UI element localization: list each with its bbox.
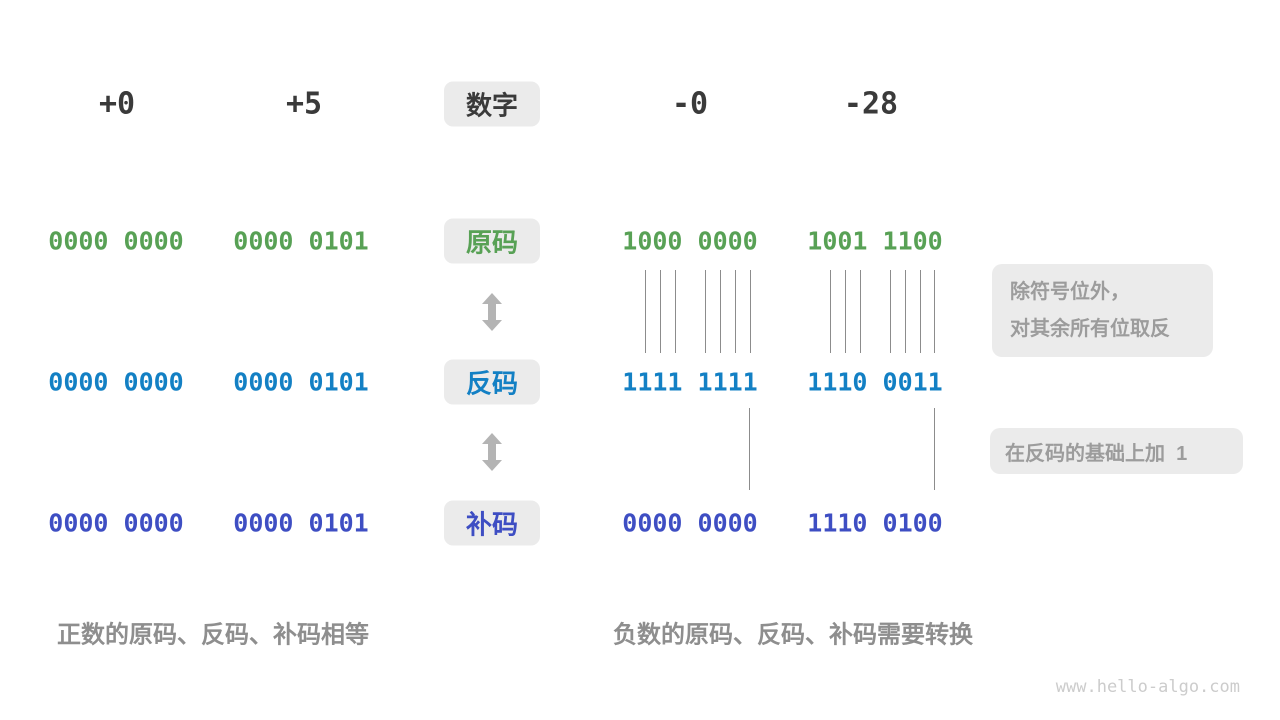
bit-mapping-line [890, 270, 891, 353]
bit-mapping-line [905, 270, 906, 353]
twos-complement-minus28: 1110 0100 [807, 508, 943, 538]
bit-mapping-line [750, 270, 751, 353]
twos-complement-plus0: 0000 0000 [48, 508, 184, 538]
bit-mapping-line [705, 270, 706, 353]
double-arrow-icon [482, 433, 502, 471]
sign-magnitude-minus28: 1001 1100 [807, 226, 943, 256]
watermark: www.hello-algo.com [1055, 677, 1240, 697]
ones-complement-plus0: 0000 0000 [48, 367, 184, 397]
twos-complement-label-box: 补码 [444, 500, 540, 546]
invert-bits-note-line1: 除符号位外， [1010, 281, 1130, 303]
number-minus-0: -0 [671, 86, 709, 122]
bit-mapping-line [920, 270, 921, 353]
add-one-line [934, 408, 935, 490]
invert-bits-note-line2: 对其余所有位取反 [1010, 318, 1170, 340]
bit-mapping-line [860, 270, 861, 353]
sign-magnitude-plus5: 0000 0101 [233, 226, 369, 256]
double-arrow-icon [482, 293, 502, 331]
bit-mapping-line [645, 270, 646, 353]
ones-complement-plus5: 0000 0101 [233, 367, 369, 397]
sign-magnitude-label: 原码 [465, 227, 518, 258]
numbers-label-box: 数字 [444, 81, 540, 127]
sign-magnitude-minus0: 1000 0000 [622, 226, 758, 256]
ones-complement-label-box: 反码 [444, 359, 540, 405]
sign-magnitude-plus0: 0000 0000 [48, 226, 184, 256]
numbers-label: 数字 [465, 90, 518, 121]
add-one-line [749, 408, 750, 490]
ones-complement-minus0: 1111 1111 [622, 367, 758, 397]
bit-mapping-line [830, 270, 831, 353]
invert-bits-note: 除符号位外， 对其余所有位取反 [992, 264, 1213, 357]
number-plus-5: +5 [285, 86, 323, 122]
add-one-note-line: 在反码的基础上加 1 [1005, 442, 1188, 465]
sign-magnitude-label-box: 原码 [444, 218, 540, 264]
twos-complement-label: 补码 [465, 509, 518, 540]
positive-numbers-caption: 正数的原码、反码、补码相等 [57, 621, 369, 649]
number-minus-28: -28 [843, 86, 899, 122]
bit-mapping-line [660, 270, 661, 353]
ones-complement-minus28: 1110 0011 [807, 367, 943, 397]
negative-numbers-caption: 负数的原码、反码、补码需要转换 [613, 621, 973, 649]
twos-complement-plus5: 0000 0101 [233, 508, 369, 538]
bit-mapping-line [735, 270, 736, 353]
twos-complement-minus0: 0000 0000 [622, 508, 758, 538]
number-plus-0: +0 [98, 86, 136, 122]
bit-mapping-line [675, 270, 676, 353]
ones-complement-label: 反码 [465, 368, 518, 399]
bit-mapping-line [720, 270, 721, 353]
add-one-note: 在反码的基础上加 1 [990, 428, 1243, 474]
bit-mapping-line [845, 270, 846, 353]
bit-mapping-line [934, 270, 935, 353]
